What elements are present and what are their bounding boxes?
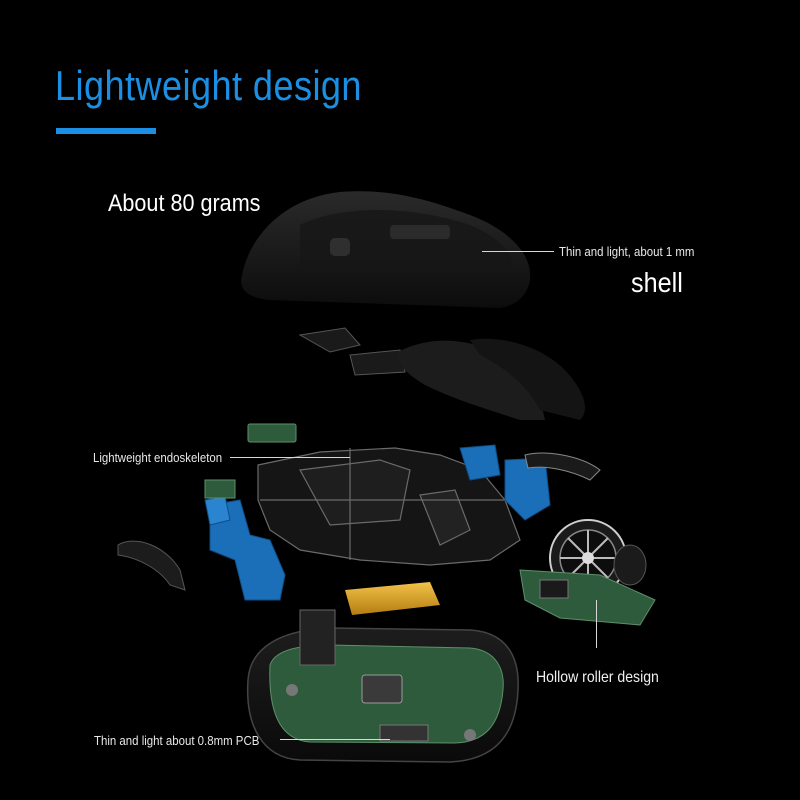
top-shell [241,191,531,308]
scroll-clip [524,452,601,481]
roller-callout-line [596,600,597,648]
left-blue-bracket [204,495,286,601]
endoskeleton-callout-text: Lightweight endoskeleton [93,450,223,465]
shell-callout-text: Thin and light, about 1 mm [559,244,695,259]
right-blue-parts [459,444,551,521]
pcb-callout-text: Thin and light about 0.8mm PCB [94,733,260,748]
side-clips [298,327,406,376]
shell-word: shell [631,267,683,298]
weight-label: About 80 grams [108,190,261,217]
endoskeleton [257,447,521,566]
base-plate [246,609,519,763]
small-board [247,423,297,443]
page-title: Lightweight design [55,62,362,109]
pcb-callout-line [280,739,390,740]
side-grip [117,540,186,591]
title-underline [56,128,156,134]
roller-callout-text: Hollow roller design [536,669,659,686]
endoskeleton-callout-line [230,457,350,458]
shell-callout-line [482,251,554,252]
side-board [204,479,236,499]
scroll-wheel [549,519,647,597]
battery [345,582,440,615]
main-buttons [397,338,585,420]
